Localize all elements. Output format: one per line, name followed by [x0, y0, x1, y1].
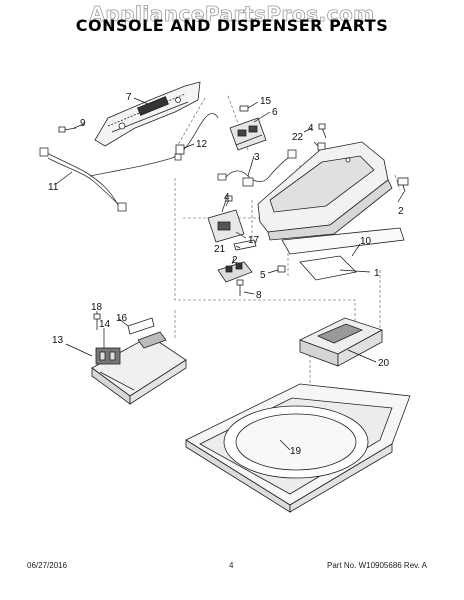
callout-7: 7	[126, 92, 132, 103]
part-16-connector	[127, 317, 155, 335]
callout-12: 12	[196, 139, 208, 150]
part-5-clip	[277, 265, 286, 273]
part-8-screw	[236, 279, 244, 296]
callout-19: 19	[290, 446, 302, 457]
callout-22: 22	[292, 132, 304, 143]
part-11-wire-harness	[39, 113, 219, 212]
part-1-panel	[299, 255, 357, 281]
callout-labels: 7 9 11 12 15 6 3 4 22 2 4 17 21 10 1 2 5…	[48, 92, 404, 457]
part-20-dispenser	[298, 317, 384, 367]
callout-20: 20	[378, 358, 390, 369]
part-7-control-panel	[94, 81, 201, 147]
callout-2-mid: 2	[232, 255, 238, 266]
part-15-screw	[239, 105, 249, 112]
console-housing	[257, 141, 393, 241]
callout-4-mid: 4	[224, 192, 230, 203]
part-4-screw-top	[318, 123, 327, 139]
callout-16: 16	[116, 313, 128, 324]
callout-14: 14	[99, 319, 111, 330]
part-13-machine-control	[91, 331, 187, 405]
callout-9: 9	[80, 118, 86, 129]
footer-page-number: 4	[229, 561, 234, 570]
leader-lines	[55, 97, 405, 451]
footer-part-number: Part No. W10905686 Rev. A	[327, 561, 427, 570]
callout-5: 5	[260, 270, 266, 281]
callout-2-right: 2	[398, 206, 404, 217]
part-2-clip-right	[397, 177, 409, 193]
part-2-switch	[217, 261, 253, 283]
assembly-dashed-lines	[174, 95, 401, 405]
callout-18: 18	[91, 302, 103, 313]
part-4-screw-mid	[221, 195, 233, 213]
part-6-ui-board	[229, 117, 267, 151]
callout-8: 8	[256, 290, 262, 301]
callout-11: 11	[48, 182, 59, 193]
page-title: CONSOLE AND DISPENSER PARTS	[75, 16, 389, 35]
callout-10: 10	[360, 236, 372, 247]
callout-17: 17	[248, 235, 260, 246]
watermark: AppliancePartsPros.com	[89, 2, 375, 27]
callout-21: 21	[214, 244, 226, 255]
callout-3: 3	[254, 152, 260, 163]
part-12-clip	[175, 144, 185, 155]
part-9-screw	[58, 126, 77, 133]
footer-date: 06/27/2016	[27, 561, 68, 570]
part-10-trim	[281, 227, 405, 255]
callout-13: 13	[52, 335, 64, 346]
callout-6: 6	[272, 107, 278, 118]
callout-15: 15	[260, 96, 272, 107]
part-19-top-cover	[185, 383, 411, 513]
callout-4-top: 4	[308, 123, 314, 134]
part-17-module	[207, 209, 245, 243]
part-3-harness	[217, 149, 297, 187]
callout-1: 1	[374, 268, 380, 279]
